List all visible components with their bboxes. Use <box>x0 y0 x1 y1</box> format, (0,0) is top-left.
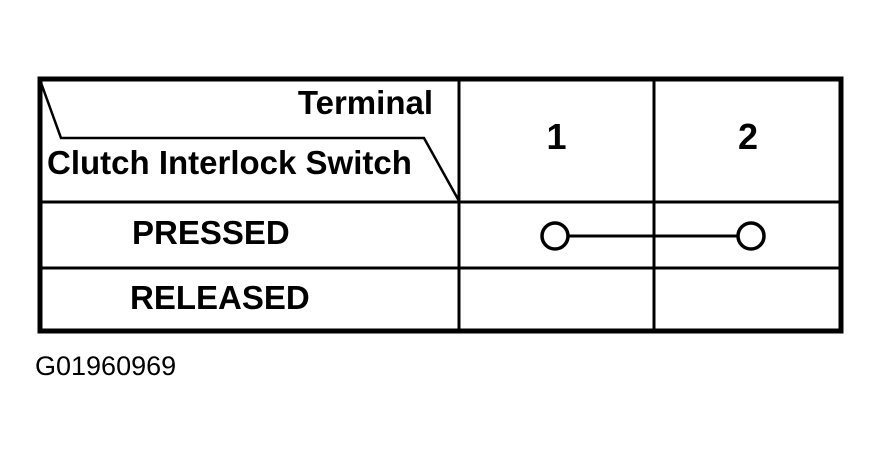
row-label-released: RELEASED <box>130 279 310 316</box>
figure-id: G01960969 <box>35 351 177 381</box>
continuity-symbol <box>540 221 766 251</box>
continuity-terminal-1-circle <box>540 221 570 251</box>
corner-switch-label: Clutch Interlock Switch <box>47 144 412 181</box>
table-outer-border <box>37 76 844 334</box>
row-label-pressed: PRESSED <box>132 214 290 251</box>
corner-terminal-label: Terminal <box>297 84 433 121</box>
header-diagonal-divider <box>38 79 461 202</box>
continuity-terminal-2-circle <box>736 221 766 251</box>
column-header-terminal-2: 2 <box>737 116 759 157</box>
column-header-terminal-1: 1 <box>546 116 567 157</box>
